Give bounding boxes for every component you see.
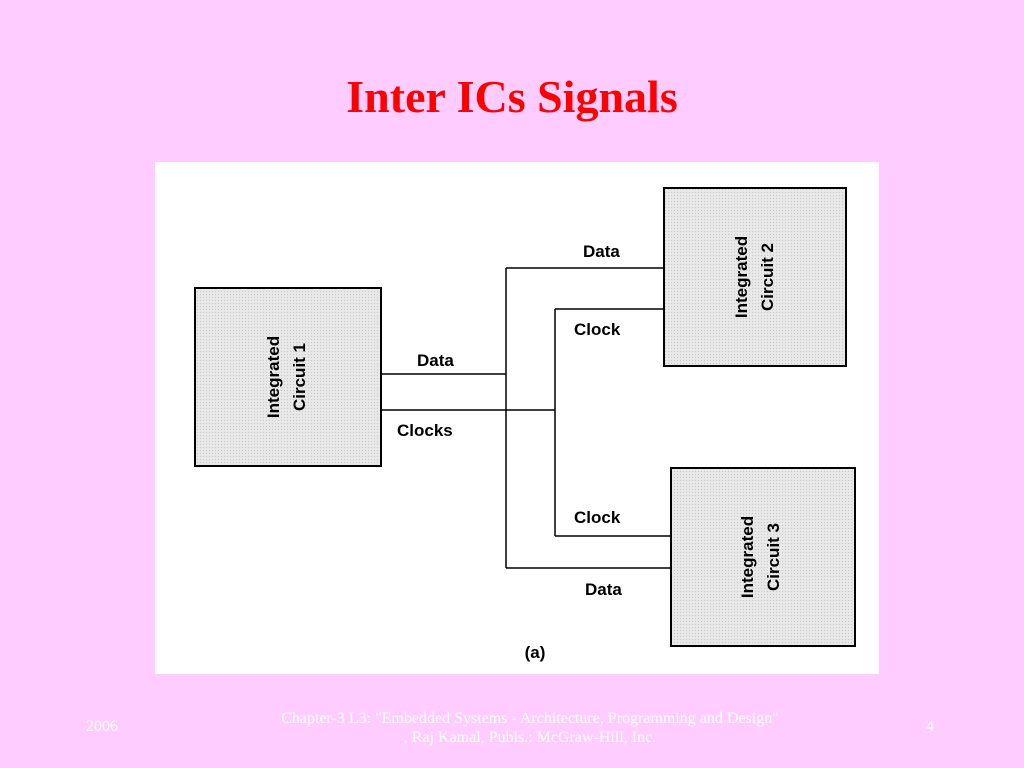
ic-signals-diagram: Integrated Circuit 1 Integrated Circuit … (155, 162, 879, 674)
label-clock-ic1: Clocks (397, 421, 453, 440)
ic1-box: Integrated Circuit 1 (194, 287, 382, 467)
ic3-label-line1: Integrated (738, 516, 757, 598)
label-data-ic3: Data (585, 580, 622, 599)
diagram-canvas: Integrated Circuit 1 Integrated Circuit … (194, 187, 856, 662)
footer-page-number: 4 (926, 718, 934, 735)
footer-citation-line2: , Raj Kamal, Publs.: McGraw-Hill, Inc. (403, 729, 657, 746)
signal-wires (381, 267, 671, 569)
label-clock-ic2: Clock (574, 320, 621, 339)
slide-title: Inter ICs Signals (346, 71, 678, 122)
label-clock-ic3: Clock (574, 508, 621, 527)
ic2-label-line2: Circuit 2 (758, 243, 777, 311)
footer-citation: Chapter-3 L3: "Embedded Systems - Archit… (200, 709, 860, 747)
ic1-label-line2: Circuit 1 (290, 343, 309, 411)
label-data-ic2: Data (583, 242, 620, 261)
ic2-box: Integrated Circuit 2 (663, 187, 847, 367)
ic3-box: Integrated Circuit 3 (670, 467, 856, 647)
label-data-ic1: Data (417, 351, 454, 370)
ic2-label-line1: Integrated (732, 236, 751, 318)
ic3-label-line2: Circuit 3 (764, 523, 783, 591)
diagram-caption: (a) (525, 643, 546, 662)
footer-year: 2006 (86, 718, 118, 735)
ic1-label-line1: Integrated (264, 336, 283, 418)
footer-citation-line1: Chapter-3 L3: "Embedded Systems - Archit… (281, 710, 779, 727)
